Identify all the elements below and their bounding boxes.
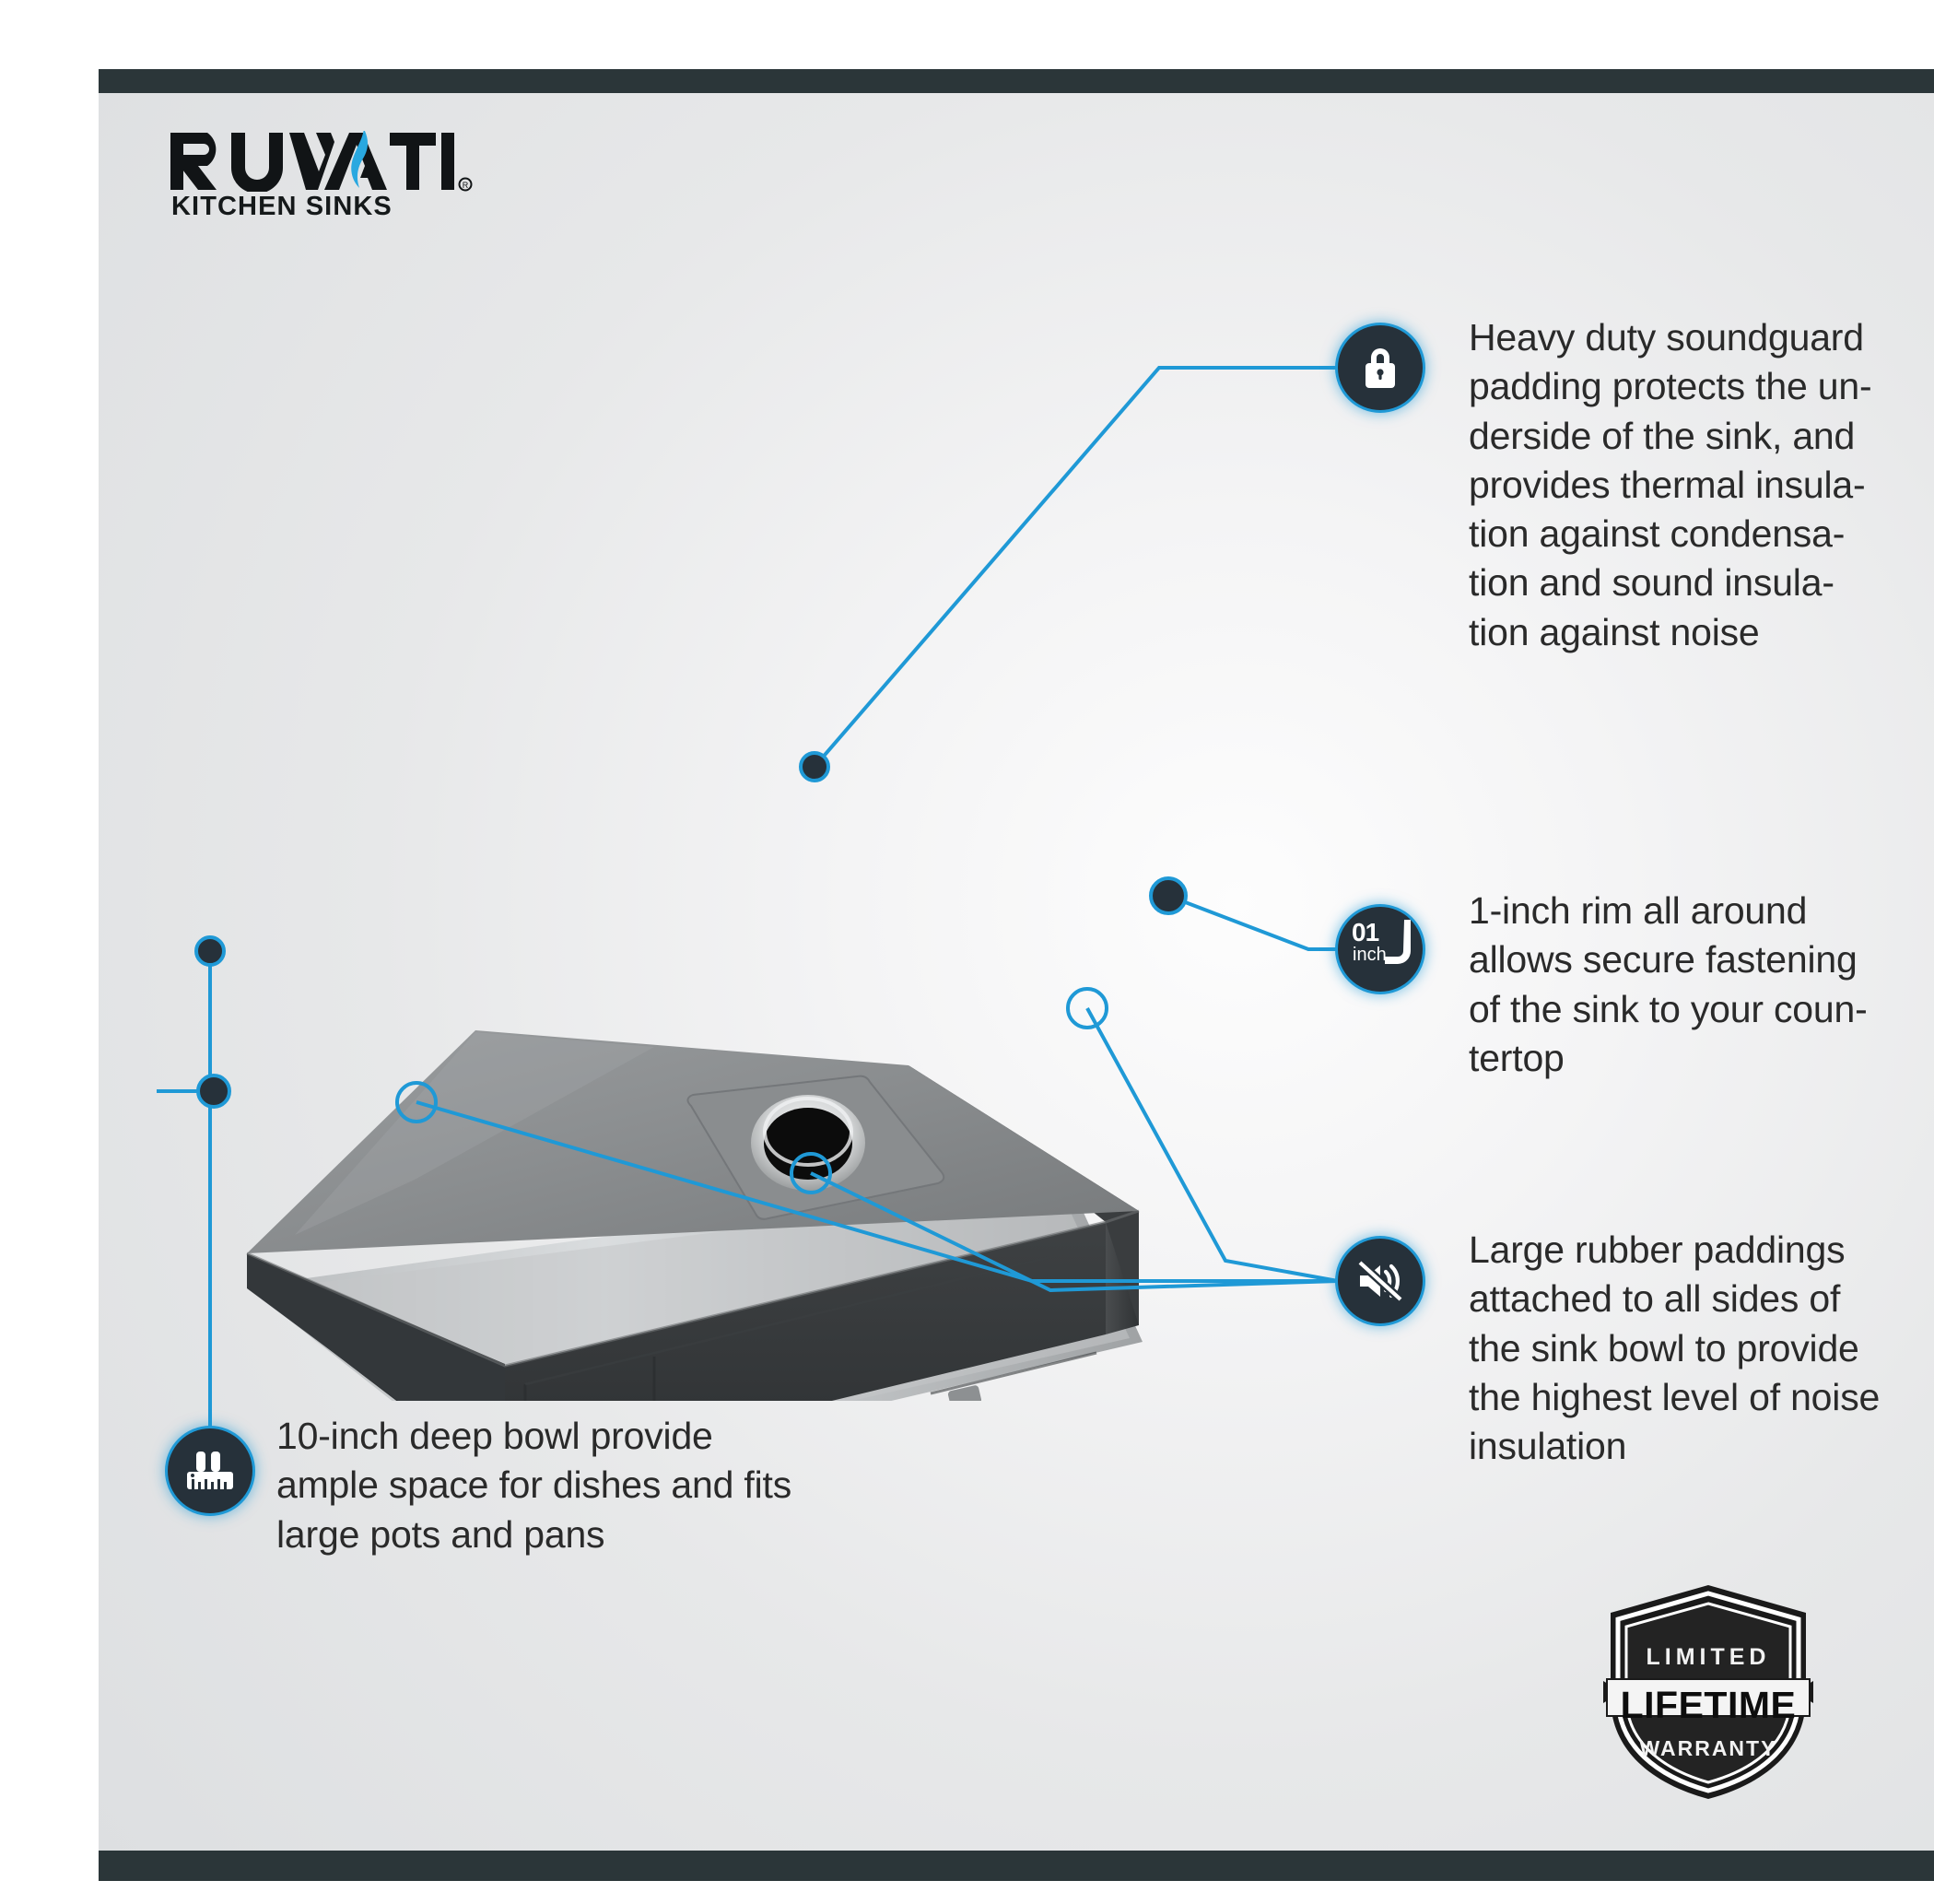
badge-lifetime-text: LIFETIME xyxy=(1620,1684,1797,1726)
brand-tagline: KITCHEN SINKS xyxy=(171,192,393,221)
badge-limited-text: LIMITED xyxy=(1646,1644,1771,1670)
callout-line: 1-inch rim all around xyxy=(1469,889,1808,932)
brand-wordmark: R xyxy=(169,131,473,192)
warranty-badge: LIMITED LIFETIME WARRANTY xyxy=(1601,1581,1815,1803)
callout-deep-bowl-text: 10-inch deep bowl provide ample space fo… xyxy=(276,1412,848,1559)
callout-line: tion against condensa- xyxy=(1469,512,1846,556)
flame-accent xyxy=(351,131,368,188)
callout-line: ample space for dishes and fits xyxy=(276,1463,791,1507)
callout-rim-text: 1-inch rim all around allows secure fast… xyxy=(1469,887,1902,1083)
callout-soundguard-text: Heavy duty soundguard padding protects t… xyxy=(1469,313,1902,657)
callout-line: the highest level of noise xyxy=(1469,1375,1881,1418)
callout-rubber-text: Large rubber paddings attached to all si… xyxy=(1469,1226,1911,1471)
drain-hole xyxy=(751,1095,865,1191)
badge-warranty-text: WARRANTY xyxy=(1639,1736,1777,1760)
bottom-accent-bar xyxy=(99,1851,1934,1881)
callout-line: derside of the sink, and xyxy=(1469,414,1856,457)
callout-line: attached to all sides of xyxy=(1469,1277,1841,1321)
callout-line: tion and sound insula- xyxy=(1469,561,1834,605)
callout-line: insulation xyxy=(1469,1425,1627,1468)
callout-line: allows secure fastening xyxy=(1469,938,1858,981)
callout-line: of the sink to your coun- xyxy=(1469,987,1868,1030)
mute-speaker-icon xyxy=(1338,1239,1423,1323)
callout-line: the sink bowl to provide xyxy=(1469,1326,1859,1369)
svg-text:R: R xyxy=(463,181,469,190)
callout-line: Heavy duty soundguard xyxy=(1469,316,1864,358)
product-image xyxy=(138,553,1170,1491)
ruler-depth-icon xyxy=(168,1428,252,1513)
top-accent-bar xyxy=(99,69,1934,93)
callout-line: large pots and pans xyxy=(276,1512,605,1556)
brand-logo: R KITCHEN SINKS xyxy=(169,131,473,223)
callout-line: provides thermal insula- xyxy=(1469,463,1866,506)
callout-line: tertop xyxy=(1469,1036,1565,1079)
callout-line: 10-inch deep bowl provide xyxy=(276,1415,713,1457)
callout-line: Large rubber paddings xyxy=(1469,1228,1846,1271)
callout-line: tion against noise xyxy=(1469,610,1760,653)
one-inch-rim-icon: 01 inch xyxy=(1338,907,1423,992)
lock-icon xyxy=(1338,325,1423,410)
rim-icon-number: 01 xyxy=(1352,918,1379,946)
rim-icon-unit: inch xyxy=(1353,945,1387,965)
callout-line: padding protects the un- xyxy=(1469,365,1872,408)
